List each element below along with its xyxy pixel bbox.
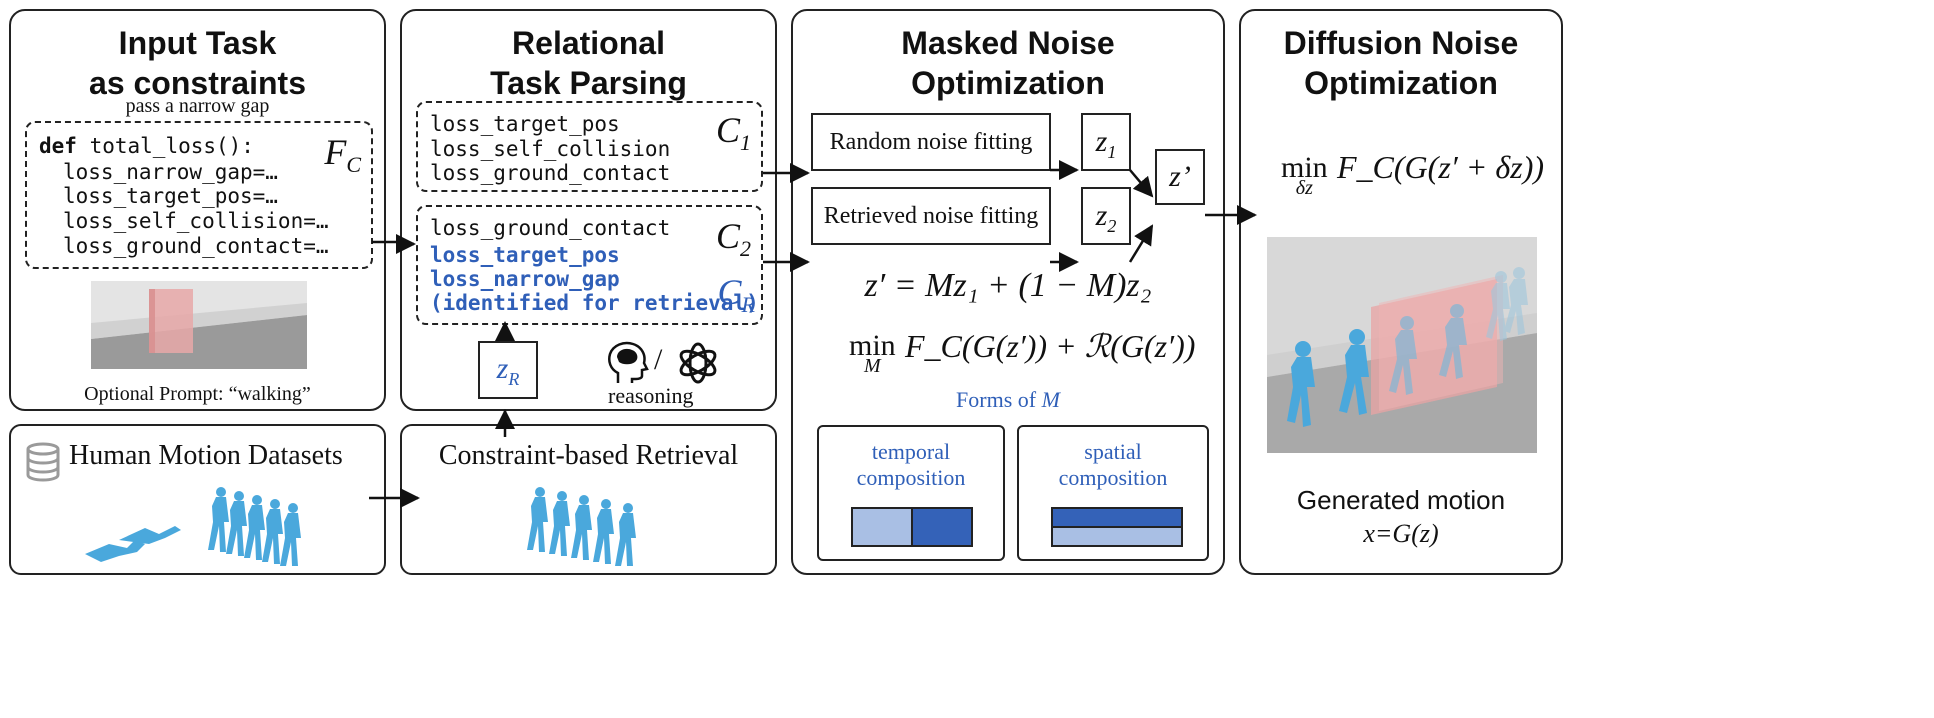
code-line-retrieval: loss_narrow_gap <box>430 267 620 291</box>
temporal-mask-bar <box>851 507 973 547</box>
panel-input-task: Input Task as constraints pass a narrow … <box>9 9 386 411</box>
noise-z1: z1 <box>1081 113 1131 171</box>
cr-label: CR <box>717 272 755 318</box>
mask-segment-dark <box>913 509 971 545</box>
task-description: pass a narrow gap <box>125 95 270 117</box>
code-line: loss_target_pos <box>430 112 620 136</box>
motion-samples-image <box>85 487 301 566</box>
panel-masked-noise: Masked Noise Optimization Random noise f… <box>791 9 1225 575</box>
panel-title: Masked Noise Optimization <box>901 25 1115 101</box>
spatial-label: spatial composition <box>1058 439 1168 490</box>
narrow-gap-scene-image <box>91 281 307 369</box>
mask-segment-dark <box>1053 509 1181 528</box>
c1-label: C1 <box>715 110 751 156</box>
mask-composition-equation: z′ = Mz₁ + (1 − M)z₂ <box>864 267 1152 304</box>
ai-knot-icon <box>679 342 717 384</box>
datasets-label: Human Motion Datasets <box>69 440 343 471</box>
code-line: loss_narrow_gap=… <box>63 160 278 184</box>
generated-motion-label: Generated motion <box>1296 485 1506 515</box>
human-motion-datasets-box: Human Motion Datasets <box>9 424 386 575</box>
optional-prompt: Optional Prompt: “walking” <box>84 383 311 405</box>
retrieved-noise-fitting-box: Retrieved noise fitting <box>811 187 1051 245</box>
reasoning-label: reasoning <box>608 383 694 408</box>
arrow-fc-to-parsing <box>372 234 416 254</box>
retrieved-noise-zr: zR <box>478 341 538 399</box>
arrow-z2-to-zprime <box>1128 224 1154 263</box>
code-line-retrieval: (identified for retrieval) <box>430 291 759 315</box>
temporal-composition-card: temporal composition <box>817 425 1005 561</box>
head-brain-icon <box>608 341 649 383</box>
separator-slash: / <box>654 343 663 376</box>
noise-z2: z2 <box>1081 187 1131 245</box>
panel-title: Diffusion Noise Optimization <box>1283 25 1519 101</box>
mask-segment-light <box>853 509 913 545</box>
panel-title: Relational Task Parsing <box>490 25 687 101</box>
code-def-line: def total_loss(): <box>39 134 254 158</box>
code-line: loss_ground_contact=… <box>63 234 329 258</box>
forms-of-m-label: Forms of M <box>956 387 1060 412</box>
constraint-code-box: def total_loss(): loss_narrow_gap=… loss… <box>25 121 373 269</box>
code-line: loss_self_collision <box>430 137 671 161</box>
objective-body: F_C(G(z′ + δz)) <box>1337 149 1544 185</box>
constraint-set-c1: loss_target_pos loss_self_collision loss… <box>416 101 763 192</box>
code-line: loss_target_pos=… <box>63 184 278 208</box>
code-line: loss_ground_contact <box>430 216 671 240</box>
random-noise-fitting-box: Random noise fitting <box>811 113 1051 171</box>
constraint-retrieval-box: Constraint-based Retrieval <box>400 424 777 575</box>
panel-relational-parsing: Relational Task Parsing loss_target_pos … <box>400 9 777 411</box>
code-line-retrieval: loss_target_pos <box>430 243 620 267</box>
temporal-label: temporal composition <box>856 439 966 490</box>
arrow-z1-to-zprime <box>1129 169 1154 198</box>
mask-segment-light <box>1053 528 1181 545</box>
spatial-composition-card: spatial composition <box>1017 425 1209 561</box>
retrieved-motion-image <box>527 487 636 566</box>
code-line: loss_ground_contact <box>430 161 671 185</box>
panel-title: Input Task as constraints <box>89 25 306 101</box>
min-operator: min M <box>849 329 896 377</box>
code-line: loss_self_collision=… <box>63 209 329 233</box>
panel-diffusion-noise: Diffusion Noise Optimization min δz F_C(… <box>1239 9 1563 575</box>
min-operator: min δz <box>1281 151 1328 199</box>
retrieval-label: Constraint-based Retrieval <box>438 440 739 471</box>
generated-motion-image <box>1267 237 1537 453</box>
constraint-set-c2: loss_ground_contact loss_target_pos loss… <box>416 205 763 325</box>
database-icon <box>26 442 60 482</box>
objective-body: F_C(G(z′)) + ℛ(G(z′)) <box>905 328 1196 364</box>
combined-noise-zprime: z’ <box>1155 149 1205 205</box>
generator-formula: x=G(z) <box>1363 519 1439 548</box>
c2-label: C2 <box>715 216 751 262</box>
spatial-mask-bar <box>1051 507 1183 547</box>
fc-label: FC <box>324 132 361 178</box>
